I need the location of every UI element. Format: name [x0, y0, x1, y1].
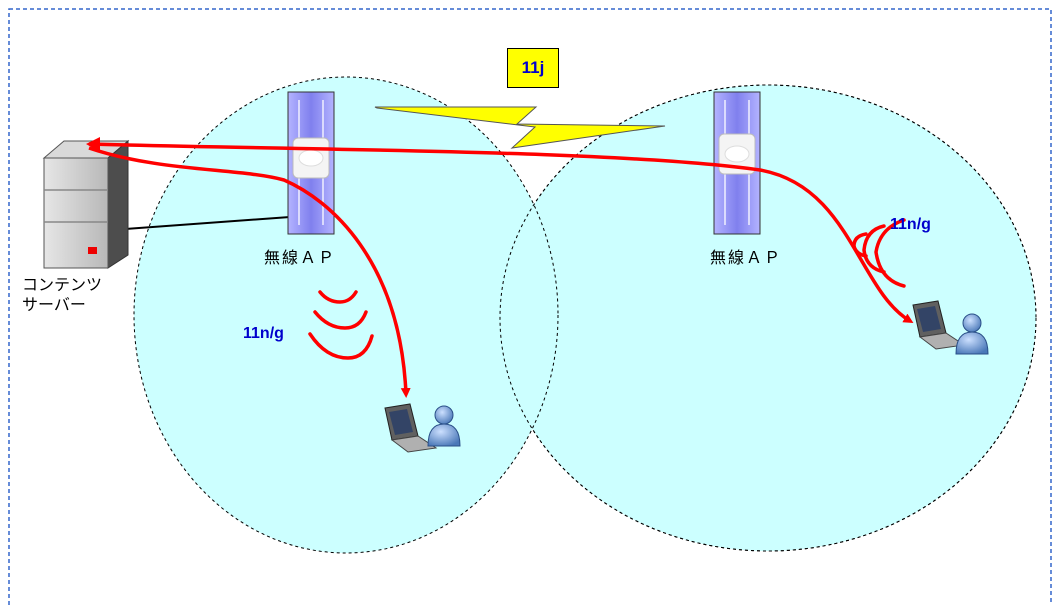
user-icon — [427, 405, 461, 447]
outer-frame — [8, 8, 1052, 605]
user-icon — [955, 313, 989, 355]
band-label: 11n/g — [243, 325, 284, 342]
wired-link — [111, 216, 291, 231]
server-label-line2: サーバー — [22, 297, 86, 314]
server-icon — [42, 139, 130, 269]
laptop-icon — [384, 403, 438, 453]
access-point-icon — [287, 91, 335, 235]
wifi-wave-icon — [308, 290, 374, 360]
ap-label: 無線ＡＰ — [710, 250, 783, 267]
access-point-icon — [713, 91, 761, 235]
flow-arrow-to-left-client — [88, 146, 411, 398]
link-label-box: 11j — [507, 48, 559, 88]
flow-arrow-to-right-client — [88, 142, 914, 324]
server-label-line1: コンテンツ — [22, 277, 103, 294]
coverage-cell-right-border — [499, 84, 1037, 552]
arrowhead-server — [86, 137, 100, 152]
ap-label: 無線ＡＰ — [264, 250, 337, 267]
band-label: 11n/g — [890, 216, 931, 233]
lightning-bolt-icon — [374, 106, 666, 149]
server-label: コンテンツ サーバー — [22, 276, 102, 316]
